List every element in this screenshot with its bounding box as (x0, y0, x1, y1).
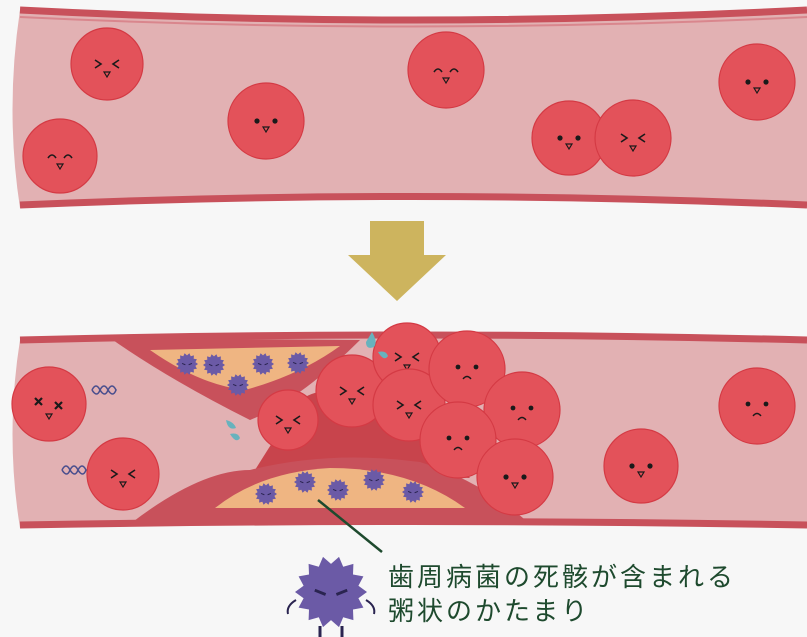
red-blood-cell (23, 119, 97, 193)
red-blood-cell (12, 367, 86, 441)
caption-line-2: 粥状のかたまり (388, 596, 590, 628)
red-blood-cell (595, 100, 671, 176)
bacterium-icon (295, 557, 367, 627)
caption-line-1: 歯周病菌の死骸が含まれる (388, 562, 736, 594)
red-blood-cell (719, 44, 795, 120)
healthy-vessel-bottom-wall (20, 197, 807, 206)
red-blood-cell (719, 368, 795, 444)
red-blood-cell (228, 83, 304, 159)
healthy-vessel-top-wall (20, 10, 807, 20)
red-blood-cell (71, 28, 143, 100)
red-blood-cell (604, 429, 678, 503)
red-blood-cell (477, 439, 553, 515)
red-blood-cell (87, 438, 159, 510)
red-blood-cell (408, 32, 484, 108)
down-arrow-icon (348, 221, 446, 301)
red-blood-cell (258, 390, 318, 450)
bacterium-icon (288, 557, 375, 637)
